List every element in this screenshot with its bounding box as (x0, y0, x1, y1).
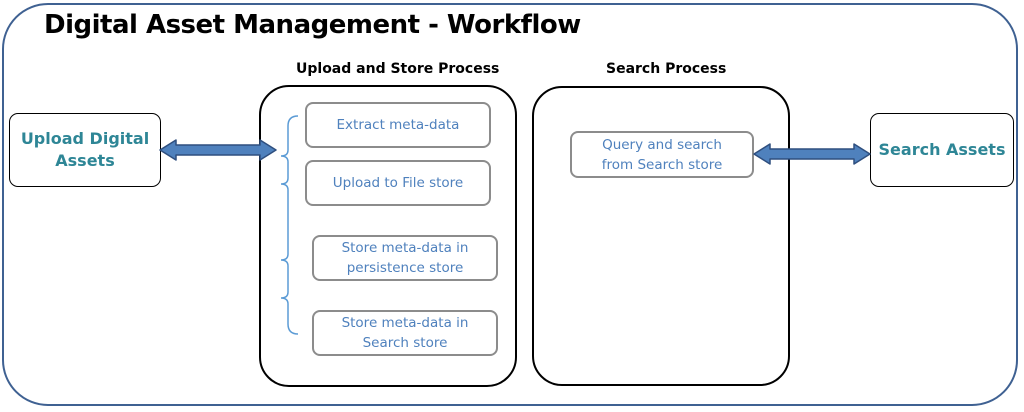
search-assets-box: Search Assets (870, 113, 1014, 187)
upload-digital-assets-box: Upload Digital Assets (9, 113, 161, 187)
search-section-heading: Search Process (606, 61, 727, 77)
diagram-title: Digital Asset Management - Workflow (44, 10, 581, 40)
upload-section-heading: Upload and Store Process (296, 61, 500, 77)
step-query-search-store: Query and search from Search store (570, 131, 754, 178)
step-store-search: Store meta-data in Search store (312, 310, 498, 356)
step-store-persistence: Store meta-data in persistence store (312, 235, 498, 281)
step-extract-metadata: Extract meta-data (305, 102, 491, 148)
step-upload-file-store: Upload to File store (305, 160, 491, 206)
